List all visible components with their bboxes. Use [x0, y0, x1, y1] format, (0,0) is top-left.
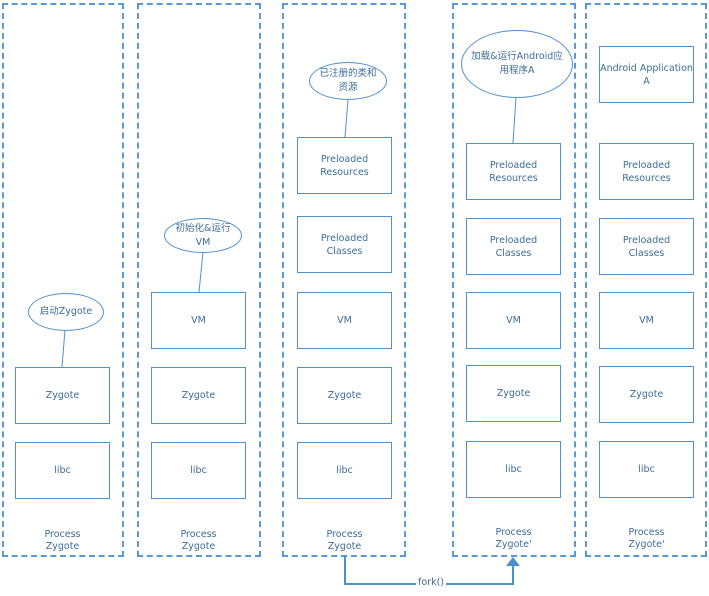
vm-box: VM: [599, 292, 694, 349]
process-footer: Process Zygote: [180, 529, 217, 552]
zygote-box: Zygote: [15, 367, 110, 424]
preloaded-resources-box: Preloaded Resources: [599, 143, 694, 200]
process-footer: Process Zygote: [326, 529, 363, 552]
android-application-box: Android Application A: [599, 46, 694, 103]
annotation-bubble: 启动Zygote: [28, 293, 104, 331]
process-column-2: [137, 3, 261, 557]
libc-box: libc: [599, 441, 694, 498]
process-footer: Process Zygote: [44, 529, 81, 552]
process-footer: Process Zygote': [495, 527, 532, 550]
preloaded-classes-box: Preloaded Classes: [297, 216, 392, 273]
connector-line: [61, 329, 66, 368]
process-footer: Process Zygote': [628, 527, 665, 550]
libc-box: libc: [297, 442, 392, 499]
libc-box: libc: [15, 442, 110, 499]
connector-line: [344, 99, 349, 138]
zygote-box: Zygote: [599, 366, 694, 423]
annotation-bubble: 已注册的类和 资源: [309, 62, 387, 100]
fork-arrow-head: [506, 557, 520, 566]
libc-box: libc: [151, 442, 246, 499]
preloaded-resources-box: Preloaded Resources: [297, 137, 392, 194]
vm-box: VM: [466, 292, 561, 349]
fork-label: fork(): [416, 577, 446, 588]
zygote-box: Zygote: [151, 367, 246, 424]
process-column-1: [2, 3, 124, 557]
process-column-5: [585, 3, 707, 557]
zygote-box: Zygote: [466, 365, 561, 422]
preloaded-classes-box: Preloaded Classes: [466, 218, 561, 275]
connector-line: [198, 251, 204, 293]
vm-box: VM: [297, 292, 392, 349]
annotation-bubble: 初始化&运行 VM: [164, 218, 242, 253]
process-column-4: [452, 3, 576, 557]
vm-box: VM: [151, 292, 246, 349]
annotation-bubble: 加载&运行Android应 用程序A: [461, 30, 573, 98]
preloaded-classes-box: Preloaded Classes: [599, 218, 694, 275]
zygote-box: Zygote: [297, 367, 392, 424]
preloaded-resources-box: Preloaded Resources: [466, 143, 561, 200]
connector-line: [512, 96, 517, 144]
libc-box: libc: [466, 441, 561, 498]
